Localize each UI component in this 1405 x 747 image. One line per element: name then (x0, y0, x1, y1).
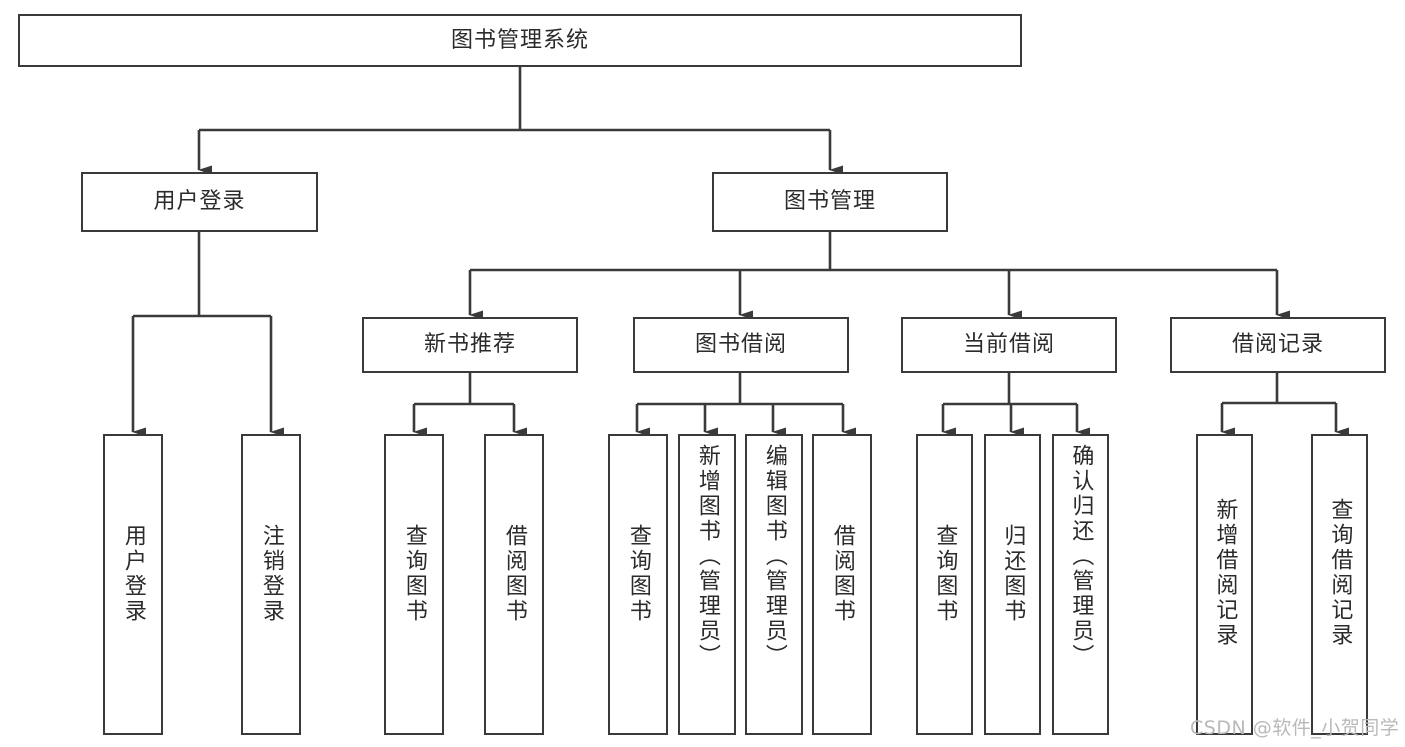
node-leaf-return-book[interactable]: 归还图书 (984, 434, 1041, 735)
node-leaf-query-borrow-record[interactable]: 查询借阅记录 (1311, 434, 1368, 735)
node-borrow-record[interactable]: 借阅记录 (1170, 317, 1386, 373)
node-label: 归还图书 (1000, 524, 1026, 624)
node-label: 借阅图书 (501, 524, 527, 624)
node-label: 借阅记录 (1231, 332, 1324, 358)
node-label: 新增图书（管理员） (694, 444, 720, 669)
node-label: 用户登录 (153, 189, 246, 215)
node-label: 借阅图书 (829, 524, 855, 624)
node-book-management[interactable]: 图书管理 (712, 172, 948, 232)
node-leaf-query-book-recommend[interactable]: 查询图书 (384, 434, 444, 735)
node-leaf-query-book-borrow[interactable]: 查询图书 (608, 434, 668, 735)
node-leaf-add-borrow-record[interactable]: 新增借阅记录 (1196, 434, 1253, 735)
node-leaf-user-login[interactable]: 用户登录 (103, 434, 163, 735)
node-label: 查询图书 (401, 524, 427, 624)
node-leaf-logout[interactable]: 注销登录 (241, 434, 301, 735)
node-label: 当前借阅 (962, 332, 1055, 358)
node-label: 注销登录 (258, 524, 284, 624)
node-label: 查询借阅记录 (1327, 498, 1353, 648)
node-leaf-confirm-return-admin[interactable]: 确认归还（管理员） (1052, 434, 1109, 735)
node-user-login[interactable]: 用户登录 (81, 172, 318, 232)
node-label: 图书管理 (783, 189, 876, 215)
node-label: 新增借阅记录 (1212, 498, 1238, 648)
node-label: 编辑图书（管理员） (761, 444, 787, 669)
node-label: 图书借阅 (694, 332, 787, 358)
node-root-book-management-system[interactable]: 图书管理系统 (18, 14, 1022, 67)
node-leaf-edit-book-admin[interactable]: 编辑图书（管理员） (745, 434, 803, 735)
node-leaf-borrow-book-recommend[interactable]: 借阅图书 (484, 434, 544, 735)
node-current-borrow[interactable]: 当前借阅 (901, 317, 1117, 373)
node-label: 新书推荐 (423, 332, 516, 358)
node-label: 确认归还（管理员） (1068, 444, 1094, 669)
node-book-borrow[interactable]: 图书借阅 (633, 317, 849, 373)
node-label: 查询图书 (932, 524, 958, 624)
node-label: 查询图书 (625, 524, 651, 624)
node-label: 图书管理系统 (450, 27, 589, 53)
csdn-watermark: CSDN @软件_小贺同学 (1190, 717, 1400, 739)
node-new-book-recommend[interactable]: 新书推荐 (362, 317, 578, 373)
node-leaf-add-book-admin[interactable]: 新增图书（管理员） (678, 434, 736, 735)
node-leaf-query-book-current[interactable]: 查询图书 (916, 434, 973, 735)
node-label: 用户登录 (120, 524, 146, 624)
node-leaf-borrow-book[interactable]: 借阅图书 (812, 434, 872, 735)
